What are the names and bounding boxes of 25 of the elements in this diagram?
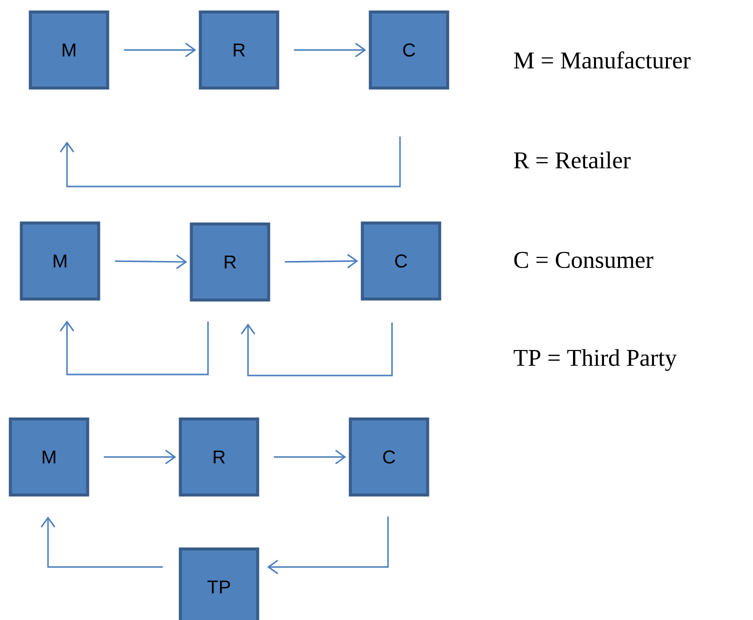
legend-text: R = Retailer [514,152,631,168]
arrow [40,516,163,568]
arrow [294,42,366,58]
legend-text: M = Manufacturer [514,51,691,69]
arrow [60,136,401,188]
letter-box: M [8,418,90,496]
arrow [240,322,393,376]
letter-box: R [178,418,260,496]
letter-box: C [348,418,430,496]
arrow [104,450,176,464]
letter-box: R [198,10,280,90]
arrow [60,320,209,376]
legend-text: C = Consumer [514,252,654,268]
arrow [114,254,188,270]
letter-box: C [368,10,450,90]
letter-box: TP [178,548,260,620]
arrow [267,516,389,574]
letter-box: M [20,222,100,300]
letter-box: M [28,10,110,90]
arrow [274,450,346,464]
letter-box: C [360,222,442,300]
letter-box: R [190,222,270,302]
arrow [124,42,196,58]
arrow [284,254,358,268]
legend-text: TP = Third Party [514,349,677,371]
